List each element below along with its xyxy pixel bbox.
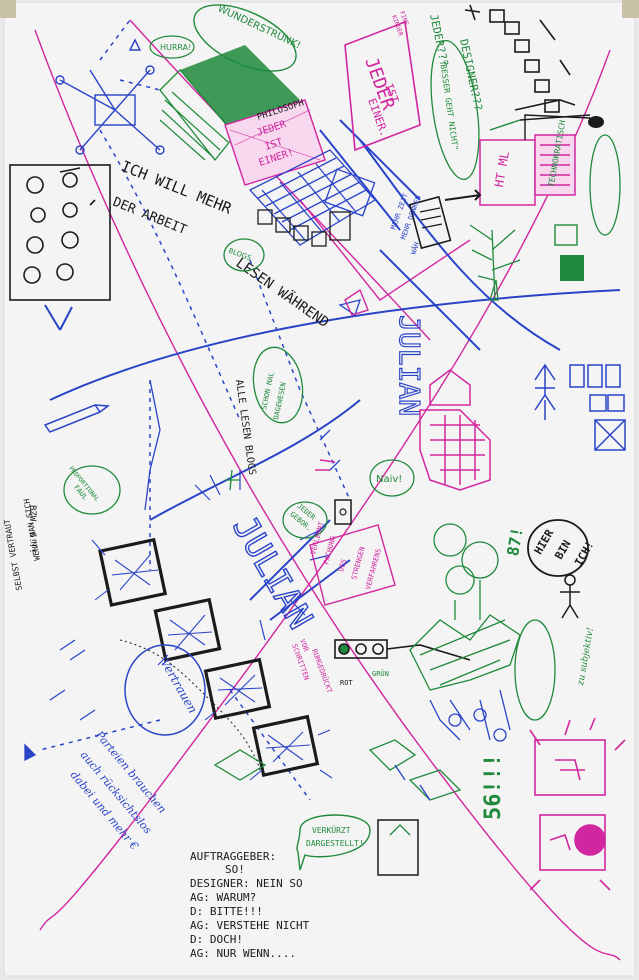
blue-hatched-stack [248, 149, 377, 246]
tech-bubble [589, 134, 621, 236]
num-56: 56!!! [481, 754, 506, 820]
hier-bubble [527, 519, 589, 577]
dialog-line-2: SO! [225, 863, 245, 876]
blue-network-sketch [55, 38, 165, 155]
dialog-line-5: D: BITTE!!! [190, 905, 263, 918]
dialog-line-6: AG: VERSTEHE NICHT [190, 919, 310, 932]
dialogue-block: AUFTRAGGEBER: SO! DESIGNER: NEIN SO AG: … [190, 850, 310, 960]
lamp-head [588, 116, 604, 128]
designer-tick [489, 119, 521, 131]
fine-kinder-1: FINE [398, 10, 410, 26]
tape-left [0, 0, 16, 18]
jeder-geb-bubble [282, 501, 328, 539]
socket-icon [334, 499, 352, 525]
blue-tree-roots [394, 689, 511, 801]
dialog-line-1: AUFTRAGGEBER: [190, 850, 276, 863]
stick-figure [560, 574, 580, 619]
green-landscape [213, 469, 521, 801]
schon-bubble [252, 346, 304, 424]
rot-label: ROT [340, 679, 353, 687]
vertrauen-bubble [124, 644, 206, 736]
mehr-zeit-sign: MEHR ZEIT MEHR DENKEN WÄH [389, 189, 482, 256]
plant-sketch [469, 224, 521, 301]
blue-pencil [43, 404, 111, 433]
tape-right [622, 0, 639, 18]
green-plant-leaf [389, 824, 411, 836]
verlernt-3: DES [337, 558, 348, 572]
vertrauen-side-3: BZW. 6!!! [27, 505, 37, 554]
naiv-text: Naiv! [376, 474, 402, 485]
hurra-bubble [149, 35, 195, 59]
besser-bubble [430, 39, 480, 181]
naiv-bubble [369, 459, 415, 497]
faces-frame [9, 164, 111, 301]
black-pictogram-row [257, 209, 351, 247]
dialog-line-3: DESIGNER: NEIN SO [190, 877, 303, 890]
magenta-frames [529, 717, 626, 891]
green-plant-box [377, 819, 419, 876]
philosoph-line3: IST [264, 137, 285, 153]
green-box-1 [554, 224, 578, 246]
green-box-2 [560, 255, 584, 281]
black-squares-column [464, 4, 591, 121]
dialog-line-8: AG: NUR WENN.... [190, 947, 296, 960]
blue-dotted-chain [144, 379, 161, 511]
subjektiv-bubble [514, 619, 556, 721]
socket-hole-icon [339, 508, 347, 516]
html-label: HT ML [492, 150, 512, 188]
blogs-bubble [223, 238, 265, 272]
magenta-house [419, 369, 491, 491]
gruen-label: GRÜN [372, 669, 389, 678]
box-chain [91, 537, 333, 781]
proportional-bubble [63, 465, 121, 515]
magenta-lamp-sketch [315, 288, 369, 471]
philosoph-box: PHILOSOPH JEDER IST EINER! [224, 98, 326, 186]
verkuerzt-2: DARGESTELLT! [306, 839, 364, 848]
julian-vertical: JULIAN [393, 315, 426, 416]
traffic-light [334, 639, 471, 661]
verkuerzt-bubble [296, 814, 371, 871]
html-screen: HT ML [479, 134, 576, 206]
scattered-marks [24, 299, 361, 762]
hurra-text: HURRA! [160, 43, 191, 52]
verkuerzt-1: VERKÜRZT [312, 825, 351, 835]
dialog-line-4: AG: WARUM? [190, 891, 256, 904]
blue-figures [534, 363, 626, 451]
mehr-zeit-3: WÄH [408, 241, 421, 256]
lamp-cord [524, 114, 591, 140]
dialog-line-7: D: DOCH! [190, 933, 243, 946]
num-87: 87! [503, 526, 527, 558]
